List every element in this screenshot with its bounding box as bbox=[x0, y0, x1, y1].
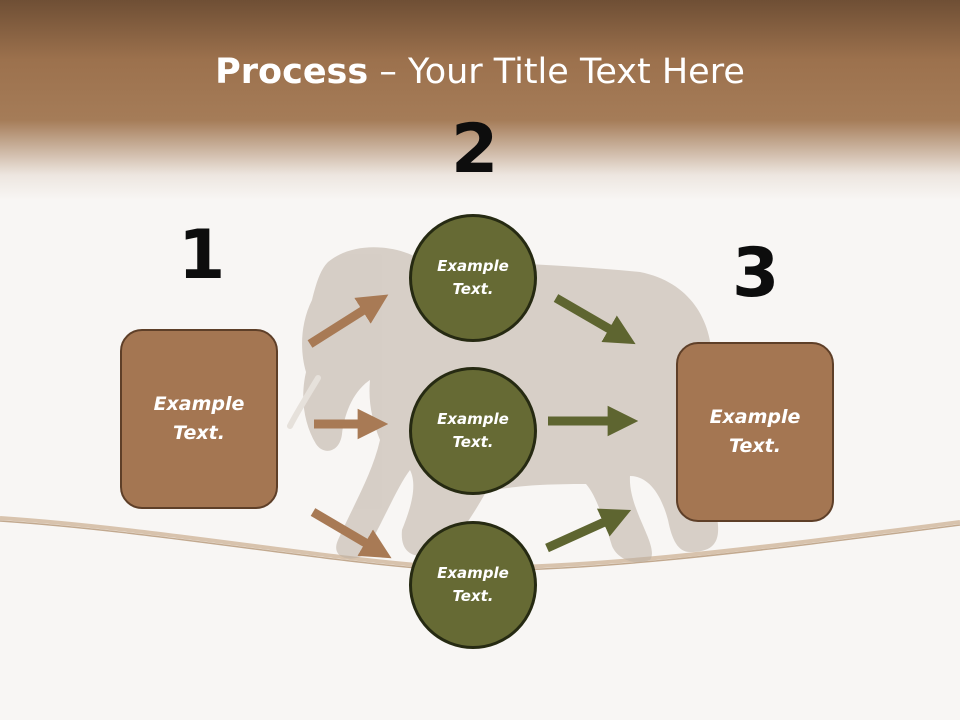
circle-top: Example Text. bbox=[409, 214, 537, 342]
right-box-line2: Text. bbox=[729, 435, 781, 457]
step-number-3: 3 bbox=[732, 234, 780, 313]
left-box-line2: Text. bbox=[173, 422, 225, 444]
circle-bottom: Example Text. bbox=[409, 521, 537, 649]
circle-middle-line1: Example bbox=[437, 410, 509, 428]
arrow-top-to-right bbox=[553, 294, 636, 345]
arrow-left-to-bottom bbox=[310, 508, 392, 559]
circle-bottom-line2: Text. bbox=[452, 587, 494, 605]
right-box: Example Text. bbox=[676, 342, 834, 522]
step-number-1: 1 bbox=[178, 216, 226, 295]
circle-bottom-line1: Example bbox=[437, 564, 509, 582]
slide-title: Process – Your Title Text Here bbox=[0, 52, 960, 92]
title-rest: – Your Title Text Here bbox=[368, 52, 745, 92]
circle-top-line2: Text. bbox=[452, 280, 494, 298]
circle-middle-line2: Text. bbox=[452, 433, 494, 451]
arrow-bottom-to-right bbox=[545, 508, 632, 553]
step-number-2: 2 bbox=[451, 110, 499, 189]
circle-middle: Example Text. bbox=[409, 367, 537, 495]
left-box: Example Text. bbox=[120, 329, 278, 509]
right-box-line1: Example bbox=[709, 406, 801, 428]
arrow-left-to-top bbox=[307, 294, 389, 348]
left-box-line1: Example bbox=[153, 393, 245, 415]
circle-top-line1: Example bbox=[437, 257, 509, 275]
title-bold: Process bbox=[215, 52, 369, 92]
